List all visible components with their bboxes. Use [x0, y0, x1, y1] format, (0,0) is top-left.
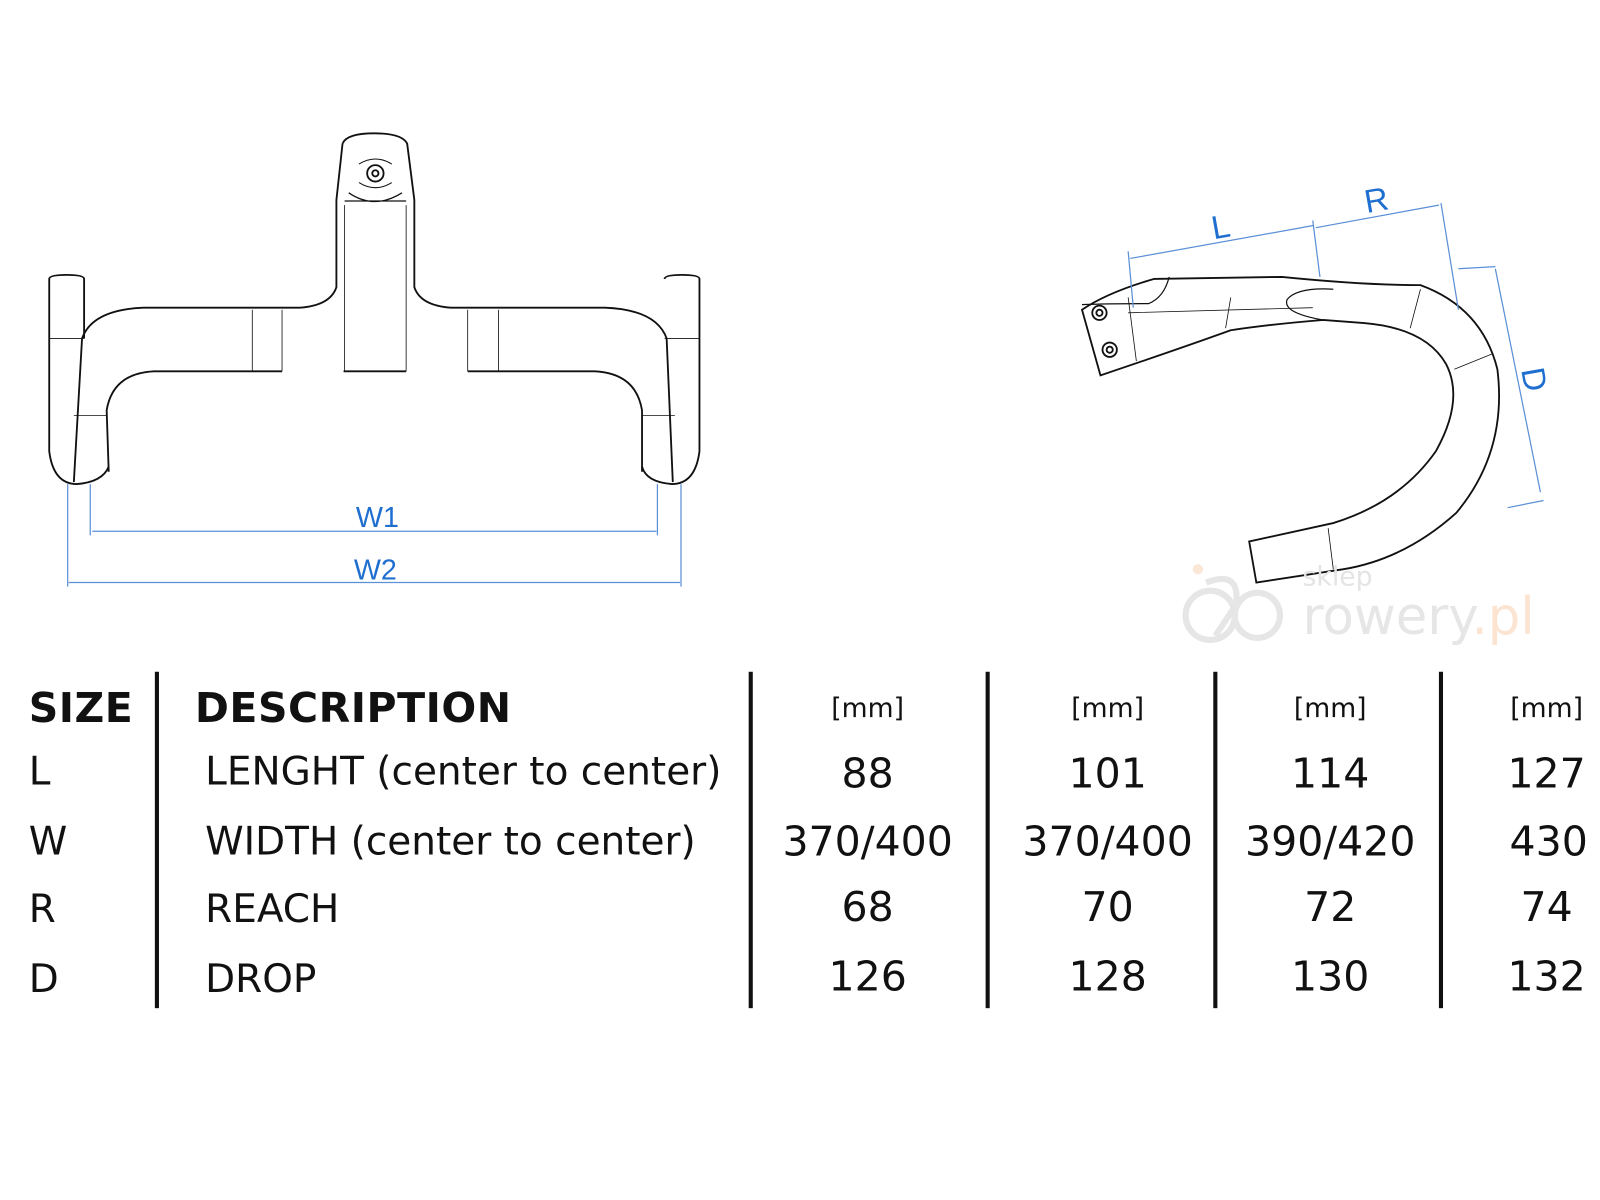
row-description: LENGHT (center to center)	[205, 748, 722, 794]
watermark-sklep: sklep	[1302, 562, 1373, 593]
row-description: WIDTH (center to center)	[205, 818, 696, 864]
row-value: 72	[1304, 884, 1357, 932]
row-value: 390/420	[1244, 818, 1416, 866]
dimension-w2-label: W2	[354, 554, 397, 586]
table-divider	[985, 671, 990, 1009]
row-description: DROP	[205, 955, 317, 1001]
row-value: 70	[1081, 884, 1134, 932]
row-value: 126	[828, 953, 907, 1001]
front-view-dimensions	[67, 484, 682, 587]
header-size: SIZE	[28, 685, 134, 733]
row-value: 370/400	[1022, 818, 1193, 866]
row-value: 128	[1068, 953, 1147, 1001]
dimension-d-label: D	[1514, 364, 1555, 394]
row-label: L	[28, 748, 51, 794]
watermark-suffix: .pl	[1471, 586, 1535, 647]
header-unit: [mm]	[1071, 693, 1145, 725]
row-value: 74	[1520, 884, 1573, 932]
handlebar-drawings: W1 W2 L R D	[48, 132, 1555, 644]
table-divider	[1438, 671, 1444, 1009]
table-divider	[154, 671, 159, 1009]
row-label: D	[28, 955, 59, 1001]
side-view-dimensions	[1127, 202, 1544, 509]
row-label: R	[28, 886, 56, 932]
watermark-main: rowery	[1302, 586, 1472, 647]
table-divider	[748, 671, 753, 1009]
row-description: REACH	[205, 886, 340, 932]
row-label: W	[28, 818, 68, 864]
header-description: DESCRIPTION	[194, 685, 512, 733]
row-value: 132	[1507, 953, 1586, 1001]
side-view-drawing	[1080, 275, 1500, 584]
row-value: 88	[841, 750, 894, 798]
row-value: 68	[841, 884, 894, 932]
dimension-l-label: L	[1208, 207, 1232, 247]
row-value: 101	[1068, 750, 1147, 798]
table-divider	[1213, 671, 1218, 1009]
row-value: 130	[1291, 953, 1370, 1001]
dimension-r-label: R	[1361, 180, 1391, 221]
dimension-w1-label: W1	[356, 502, 399, 534]
row-value: 370/400	[782, 818, 953, 866]
header-unit: [mm]	[831, 693, 905, 725]
row-value: 430	[1509, 818, 1588, 866]
header-unit: [mm]	[1510, 693, 1583, 725]
watermark-logo-icon	[1182, 564, 1284, 644]
watermark-rowery: rowery.pl	[1303, 587, 1535, 646]
row-value: 127	[1507, 750, 1586, 798]
front-view-drawing	[48, 132, 701, 486]
header-unit: [mm]	[1293, 693, 1367, 725]
row-value: 114	[1291, 750, 1370, 798]
